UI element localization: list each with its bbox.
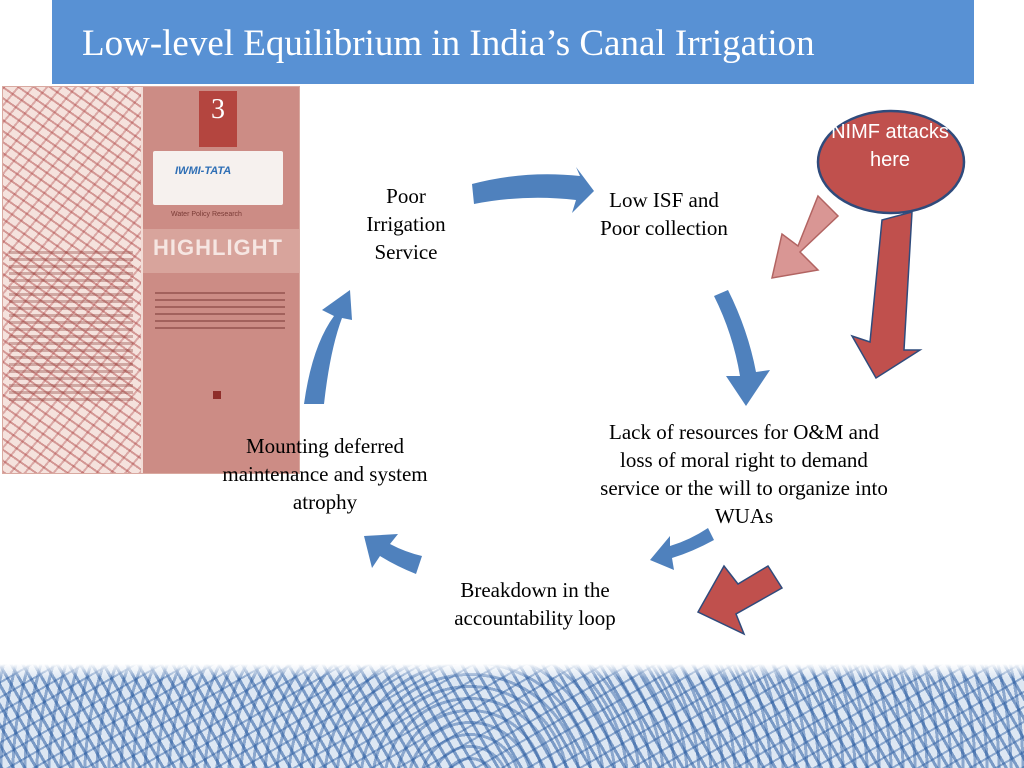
arrow-resources-to-breakdown <box>650 528 714 570</box>
cover-text-block <box>9 247 133 405</box>
callout-ellipse <box>816 109 966 215</box>
callout-arrow-to-isf <box>771 194 840 279</box>
arrow-service-to-isf <box>472 167 594 213</box>
footer-illustration <box>0 664 1024 768</box>
node-deferred-maintenance: Mounting deferred maintenance and system… <box>222 434 428 514</box>
arrow-breakdown-to-maintenance <box>364 534 422 574</box>
node-poor-irrigation-service: Poor Irrigation Service <box>366 184 446 264</box>
cover-issue-number: 3 <box>199 91 237 135</box>
callout-arrow-down <box>850 211 923 380</box>
arrow-isf-to-resources <box>714 290 770 406</box>
cover-headline-band <box>143 229 299 273</box>
node-lack-of-resources: Lack of resources for O&M and loss of mo… <box>600 420 888 528</box>
cover-illustration <box>3 87 141 473</box>
node-low-isf: Low ISF and Poor collection <box>600 188 728 240</box>
cover-bullet-square <box>213 391 221 399</box>
callout-label: NIMF attacks here <box>831 121 949 171</box>
cover-headline: HIGHLIGHT <box>153 235 283 260</box>
cover-logo: IWMI-TATA <box>153 151 283 205</box>
cover-series: Water Policy Research <box>171 211 242 218</box>
arrow-to-breakdown <box>696 564 784 636</box>
cover-subtitle-lines <box>155 287 285 334</box>
title-bar: Low-level Equilibrium in India’s Canal I… <box>52 0 974 84</box>
footer-fade <box>0 664 1024 678</box>
arrow-maintenance-to-service <box>304 290 352 404</box>
cover-brand: IWMI-TATA <box>175 165 232 177</box>
cover-year-strip <box>199 135 237 147</box>
slide-title: Low-level Equilibrium in India’s Canal I… <box>82 23 815 64</box>
report-cover-image: 3 IWMI-TATA Water Policy Research HIGHLI… <box>2 86 300 474</box>
node-breakdown-accountability: Breakdown in the accountability loop <box>454 578 616 630</box>
